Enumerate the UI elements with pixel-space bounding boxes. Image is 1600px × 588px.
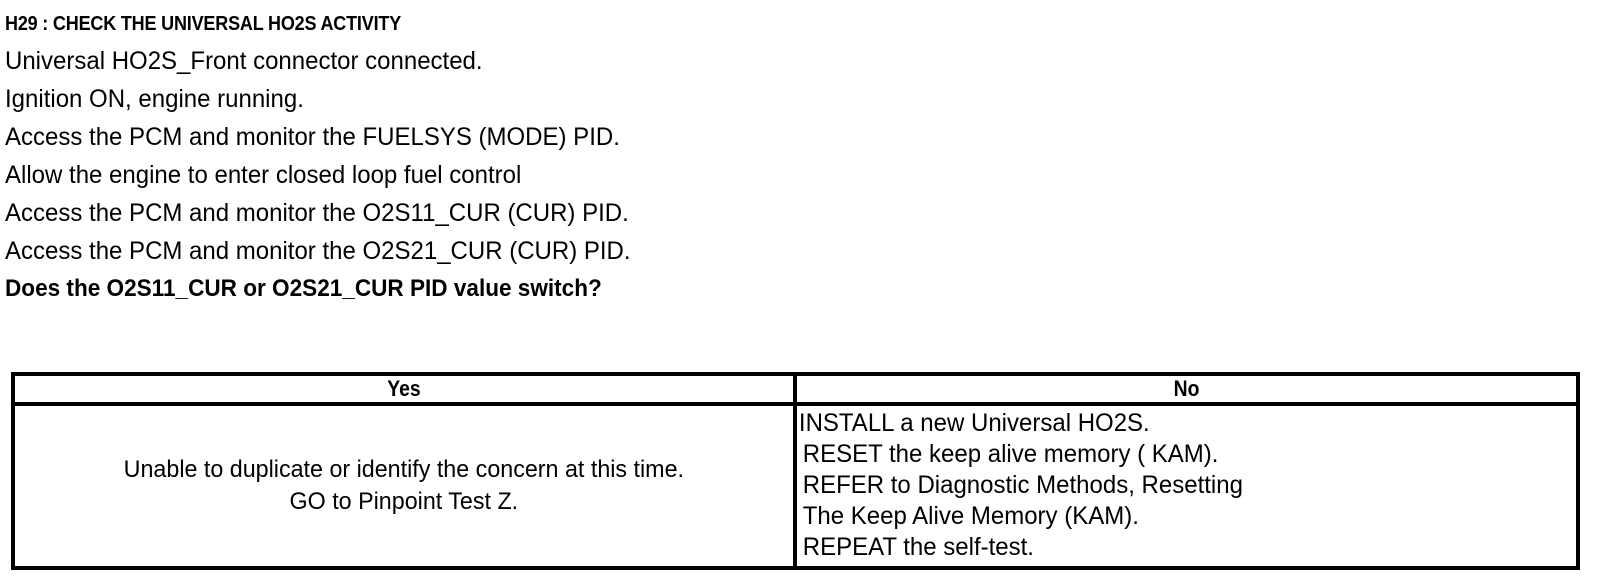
decision-cell-no-line: The Keep Alive Memory (KAM). xyxy=(802,502,1139,530)
decision-cell-no-line: INSTALL a new Universal HO2S. xyxy=(798,409,1150,437)
decision-cell-no-line: REPEAT the self-test. xyxy=(802,533,1034,561)
decision-table-body-row: Unable to duplicate or identify the conc… xyxy=(15,406,1576,566)
decision-cell-yes: Unable to duplicate or identify the conc… xyxy=(15,406,793,566)
decision-cell-no: INSTALL a new Universal HO2S. RESET the … xyxy=(797,406,1576,566)
decision-cell-no-line: REFER to Diagnostic Methods, Resetting xyxy=(802,471,1243,499)
procedure-step-line: Ignition ON, engine running. xyxy=(5,85,304,113)
procedure-question: Does the O2S11_CUR or O2S21_CUR PID valu… xyxy=(5,275,602,302)
procedure-step-line: Allow the engine to enter closed loop fu… xyxy=(5,161,522,189)
decision-cell-yes-line: GO to Pinpoint Test Z. xyxy=(289,488,519,515)
procedure-steps: H29 : CHECK THE UNIVERSAL HO2S ACTIVITY … xyxy=(5,14,1565,303)
column-divider xyxy=(793,376,797,566)
column-header-yes: Yes xyxy=(387,376,421,401)
procedure-step-line: Access the PCM and monitor the O2S21_CUR… xyxy=(5,237,631,265)
procedure-step-line: Universal HO2S_Front connector connected… xyxy=(5,47,483,75)
page-title: H29 : CHECK THE UNIVERSAL HO2S ACTIVITY xyxy=(5,13,402,35)
column-header-no: No xyxy=(1173,376,1200,401)
procedure-step-line: Access the PCM and monitor the O2S11_CUR… xyxy=(5,199,629,227)
decision-cell-yes-line: Unable to duplicate or identify the conc… xyxy=(123,456,685,483)
decision-cell-no-line: RESET the keep alive memory ( KAM). xyxy=(802,440,1219,468)
procedure-step-line: Access the PCM and monitor the FUELSYS (… xyxy=(5,123,620,151)
decision-table: Yes No Unable to duplicate or identify t… xyxy=(11,372,1580,570)
